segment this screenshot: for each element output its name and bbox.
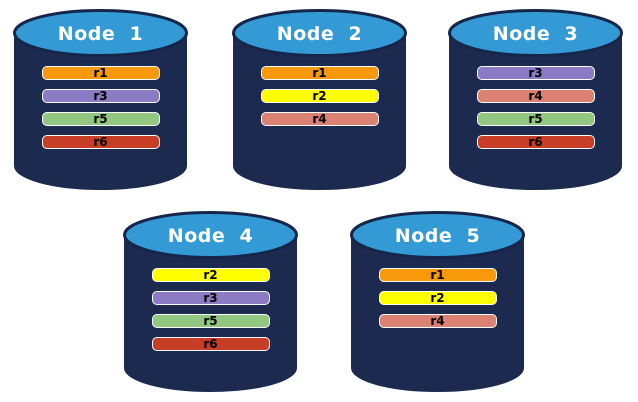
replica-bar-r4: r4 <box>378 314 497 328</box>
replica-label: r1 <box>312 66 327 80</box>
node-1: Node 1 r1 r3 r5 r6 <box>13 9 188 190</box>
replica-bar-r3: r3 <box>41 89 160 103</box>
node-5: Node 5 r1 r2 r4 <box>350 211 525 392</box>
node-4: Node 4 r2 r3 r5 r6 <box>123 211 298 392</box>
replica-bar-r6: r6 <box>151 337 270 351</box>
node-title: Node 1 <box>57 23 144 45</box>
bars-container: r1 r2 r4 <box>350 268 525 337</box>
node-title: Node 3 <box>492 23 579 45</box>
replica-bar-r5: r5 <box>151 314 270 328</box>
bars-container: r1 r2 r4 <box>232 66 407 135</box>
replica-label: r6 <box>93 135 108 149</box>
replica-bar-r5: r5 <box>41 112 160 126</box>
replica-bar-r2: r2 <box>378 291 497 305</box>
replica-label: r3 <box>203 291 218 305</box>
replica-bar-r1: r1 <box>41 66 160 80</box>
cylinder-top <box>448 9 623 57</box>
replica-label: r4 <box>312 112 327 126</box>
node-title: Node 5 <box>394 225 481 247</box>
replica-bar-r1: r1 <box>260 66 379 80</box>
replica-label: r1 <box>430 268 445 282</box>
replica-label: r1 <box>93 66 108 80</box>
replica-label: r3 <box>93 89 108 103</box>
replica-bar-r6: r6 <box>476 135 595 149</box>
bars-container: r2 r3 r5 r6 <box>123 268 298 360</box>
bars-container: r1 r3 r5 r6 <box>13 66 188 158</box>
replica-bar-r1: r1 <box>378 268 497 282</box>
replica-label: r5 <box>528 112 543 126</box>
replica-label: r6 <box>528 135 543 149</box>
node-title: Node 4 <box>167 225 254 247</box>
node-title: Node 2 <box>276 23 363 45</box>
replica-label: r5 <box>93 112 108 126</box>
replica-bar-r3: r3 <box>476 66 595 80</box>
replica-label: r2 <box>312 89 327 103</box>
replica-label: r4 <box>430 314 445 328</box>
cylinder-top <box>232 9 407 57</box>
replica-label: r5 <box>203 314 218 328</box>
replica-label: r4 <box>528 89 543 103</box>
bars-container: r3 r4 r5 r6 <box>448 66 623 158</box>
replica-label: r6 <box>203 337 218 351</box>
replica-label: r3 <box>528 66 543 80</box>
node-2: Node 2 r1 r2 r4 <box>232 9 407 190</box>
replica-bar-r6: r6 <box>41 135 160 149</box>
replica-bar-r3: r3 <box>151 291 270 305</box>
replica-label: r2 <box>430 291 445 305</box>
node-3: Node 3 r3 r4 r5 r6 <box>448 9 623 190</box>
replica-bar-r4: r4 <box>476 89 595 103</box>
replica-bar-r2: r2 <box>260 89 379 103</box>
replica-bar-r5: r5 <box>476 112 595 126</box>
cylinder-top <box>123 211 298 259</box>
replica-label: r2 <box>203 268 218 282</box>
cylinder-top <box>13 9 188 57</box>
replica-bar-r4: r4 <box>260 112 379 126</box>
cylinder-top <box>350 211 525 259</box>
replica-bar-r2: r2 <box>151 268 270 282</box>
